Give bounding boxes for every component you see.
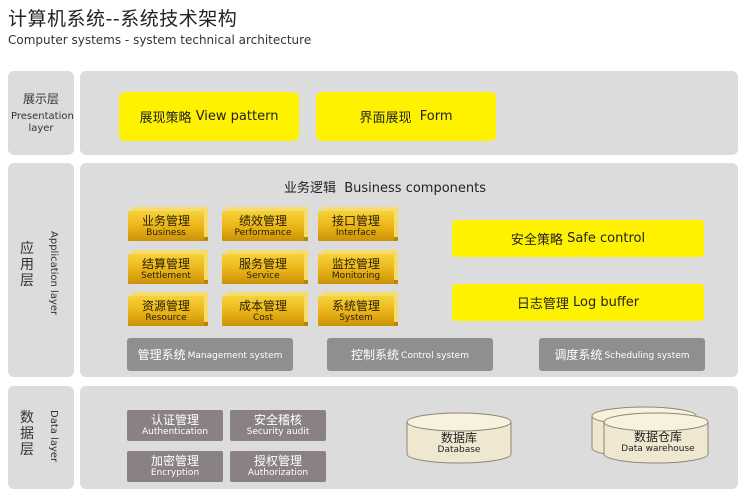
cube-en: System	[339, 312, 373, 323]
control-system-zh: 控制系统	[351, 348, 400, 362]
presentation-layer-en: Presentation layer	[11, 111, 74, 134]
form-zh: 界面展现	[359, 111, 412, 126]
database-en: Database	[437, 444, 481, 455]
cube-zh: 接口管理	[331, 213, 380, 228]
cube-zh: 监控管理	[331, 256, 380, 271]
application-zh-char-3: 层	[20, 273, 34, 289]
cube-zh: 成本管理	[238, 298, 287, 313]
presentation-layer-label-panel: 展示层 Presentation layer	[8, 71, 74, 155]
cube-zh: 服务管理	[238, 256, 287, 271]
management-system-en: Management system	[187, 351, 283, 361]
log-buffer-zh: 日志管理	[516, 297, 569, 312]
scheduling-system-en: Scheduling system	[604, 351, 690, 361]
safe-control-zh: 安全策略	[510, 233, 563, 248]
cube-en: Resource	[145, 312, 187, 323]
cube-en: Service	[246, 270, 280, 281]
security-audit-en: Security audit	[246, 427, 310, 437]
data-layer-label-panel: 数 据 层 Data layer	[8, 386, 74, 489]
authorization-en: Authorization	[247, 468, 309, 478]
view-pattern-zh: 展现策略	[139, 111, 192, 126]
data-zh-char-3: 层	[20, 442, 34, 458]
data-warehouse-en: Data warehouse	[621, 443, 695, 454]
application-layer-en: Application layer	[48, 231, 59, 316]
application-layer-label-panel: 应 用 层 Application layer	[8, 163, 74, 377]
encryption-zh: 加密管理	[150, 454, 199, 468]
cube-en: Cost	[252, 312, 273, 323]
cube-zh: 业务管理	[141, 213, 190, 228]
business-title-en: Business components	[344, 181, 487, 196]
cube-en: Performance	[234, 227, 292, 238]
cube-zh: 系统管理	[331, 298, 380, 313]
view-pattern-en: View pattern	[195, 109, 279, 124]
view-pattern-box: 展现策略 View pattern	[119, 92, 299, 141]
control-system-en: Control system	[401, 351, 469, 361]
application-zh-char-1: 应	[20, 241, 34, 257]
data-zh-char-2: 据	[20, 426, 34, 442]
form-en: Form	[419, 109, 453, 124]
cube-zh: 绩效管理	[238, 213, 287, 228]
authentication-zh: 认证管理	[150, 413, 199, 427]
cube-en: Settlement	[141, 270, 191, 281]
scheduling-system-zh: 调度系统	[554, 348, 603, 362]
cube-en: Business	[146, 227, 186, 238]
cube-en: Monitoring	[331, 270, 381, 281]
data-layer-en: Data layer	[48, 410, 59, 463]
page-title: 计算机系统--系统技术架构	[8, 8, 238, 30]
form-box: 界面展现 Form	[316, 92, 496, 141]
database-zh: 数据库	[440, 430, 477, 445]
application-layer-zh: 应 用 层	[20, 241, 34, 289]
safe-control-en: Safe control	[567, 231, 646, 246]
data-warehouse-cylinders	[591, 406, 709, 464]
encryption-en: Encryption	[150, 468, 200, 478]
security-audit-zh: 安全稽核	[253, 413, 302, 427]
business-components-title: 业务逻辑 Business components	[260, 177, 510, 196]
page-subtitle: Computer systems - system technical arch…	[8, 33, 312, 47]
management-system-zh: 管理系统	[137, 348, 186, 362]
safe-control-box: 安全策略 Safe control	[452, 220, 704, 257]
application-zh-char-2: 用	[20, 257, 34, 273]
authorization-zh: 授权管理	[253, 454, 302, 468]
log-buffer-en: Log buffer	[573, 295, 640, 310]
data-warehouse-zh: 数据仓库	[633, 429, 682, 444]
cube-en: Interface	[335, 227, 377, 238]
database-cylinder	[406, 412, 512, 464]
log-buffer-box: 日志管理 Log buffer	[452, 284, 704, 321]
cube-zh: 结算管理	[141, 256, 190, 271]
presentation-layer-zh: 展示层	[22, 92, 59, 106]
business-title-zh: 业务逻辑	[283, 181, 336, 196]
data-layer-zh: 数 据 层	[20, 410, 34, 458]
data-zh-char-1: 数	[20, 410, 34, 426]
authentication-en: Authentication	[141, 427, 209, 437]
cube-zh: 资源管理	[141, 298, 190, 313]
